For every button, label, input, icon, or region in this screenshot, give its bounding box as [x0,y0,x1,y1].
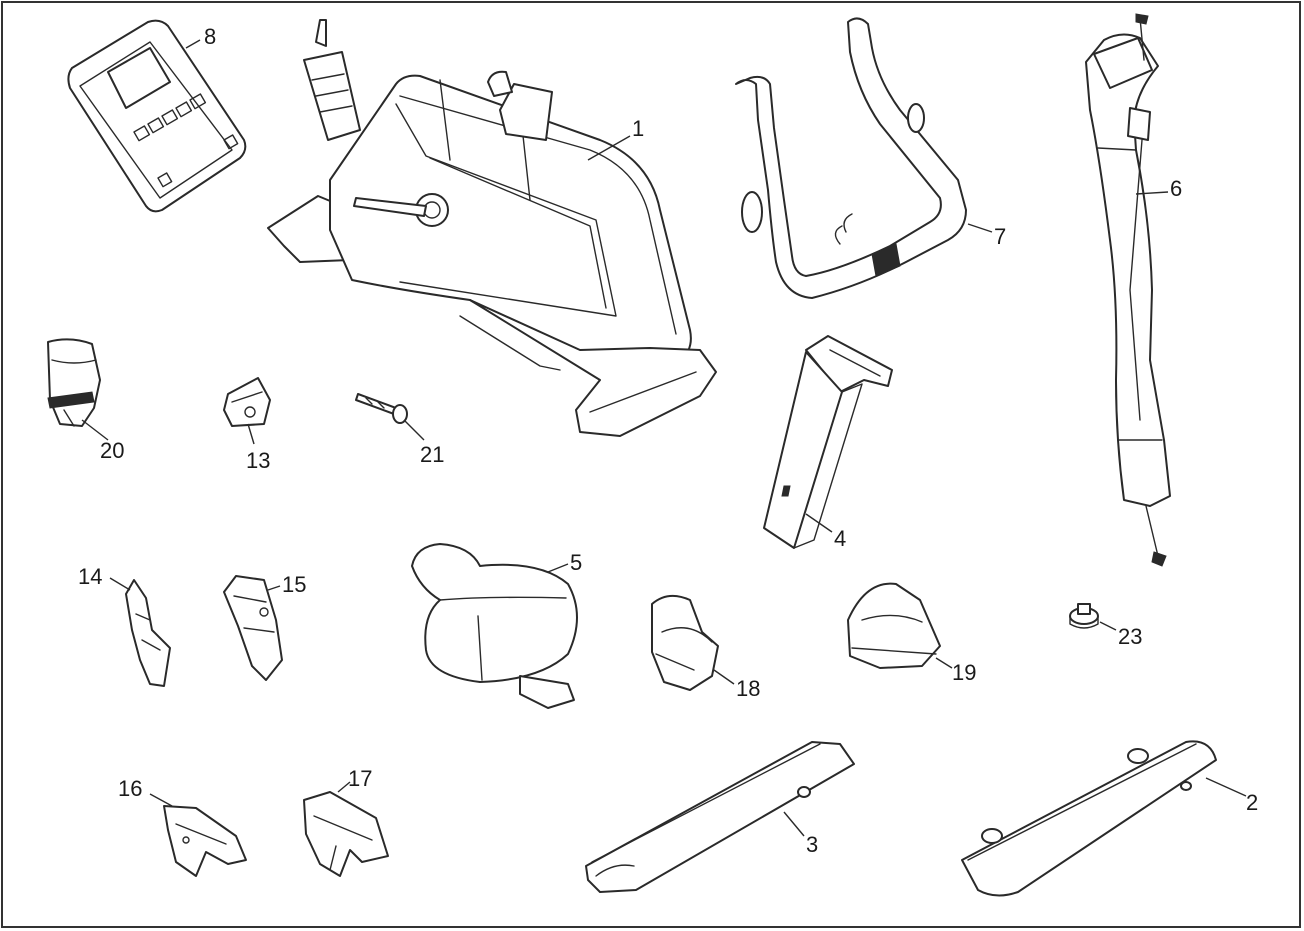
label-part-7: 7 [994,224,1006,249]
label-part-4: 4 [834,526,846,551]
leader-7 [967,223,993,233]
label-part-2: 2 [1246,790,1258,815]
leader-8 [185,39,201,49]
label-part-23: 23 [1118,624,1142,649]
label-part-20: 20 [100,438,124,463]
leader-5 [547,563,569,573]
part-3-stabilizer-drawing [585,741,855,893]
part-20-bottle-holder-drawing [47,338,101,427]
leader-23 [1099,621,1117,631]
part-17-cover-drawing [303,791,389,877]
label-part-5: 5 [570,550,582,575]
label-part-21: 21 [420,442,444,467]
part-21-pin-drawing [355,393,408,424]
part-18-pedal-drawing [651,594,719,691]
label-part-16: 16 [118,776,142,801]
leader-3 [783,811,805,837]
label-part-13: 13 [246,448,270,473]
label-part-17: 17 [348,766,372,791]
part-8-console-drawing [67,19,247,213]
part-1-main-frame-drawing [267,19,717,437]
label-part-6: 6 [1170,176,1182,201]
leader-17 [337,781,351,793]
leader-19 [935,657,953,669]
part-19-pedal-drawing [847,582,941,669]
leader-18 [713,669,735,685]
label-part-8: 8 [204,24,216,49]
leader-4 [805,513,833,533]
part-23-knob-drawing [1069,603,1099,629]
label-part-19: 19 [952,660,976,685]
leader-6 [1135,191,1169,195]
part-16-cover-drawing [163,805,247,877]
label-part-1: 1 [632,116,644,141]
label-part-15: 15 [282,572,306,597]
label-part-3: 3 [806,832,818,857]
part-5-saddle-drawing [411,543,578,709]
leader-20 [81,419,109,441]
part-14-cover-drawing [125,579,171,687]
leader-2 [1205,777,1247,797]
leader-15 [267,585,281,591]
leader-13 [247,423,255,445]
label-part-14: 14 [78,564,102,589]
leader-1 [587,135,631,161]
part-13-bracket-drawing [223,377,271,427]
part-4-seat-post-drawing [763,335,893,549]
part-2-stabilizer-drawing [961,740,1217,897]
label-part-18: 18 [736,676,760,701]
leader-21 [403,419,425,441]
part-15-cover-drawing [223,575,283,681]
part-7-handlebar-drawing [735,17,967,299]
leader-16 [149,793,173,807]
leader-14 [109,577,131,591]
part-6-upright-post-drawing [1085,13,1171,567]
